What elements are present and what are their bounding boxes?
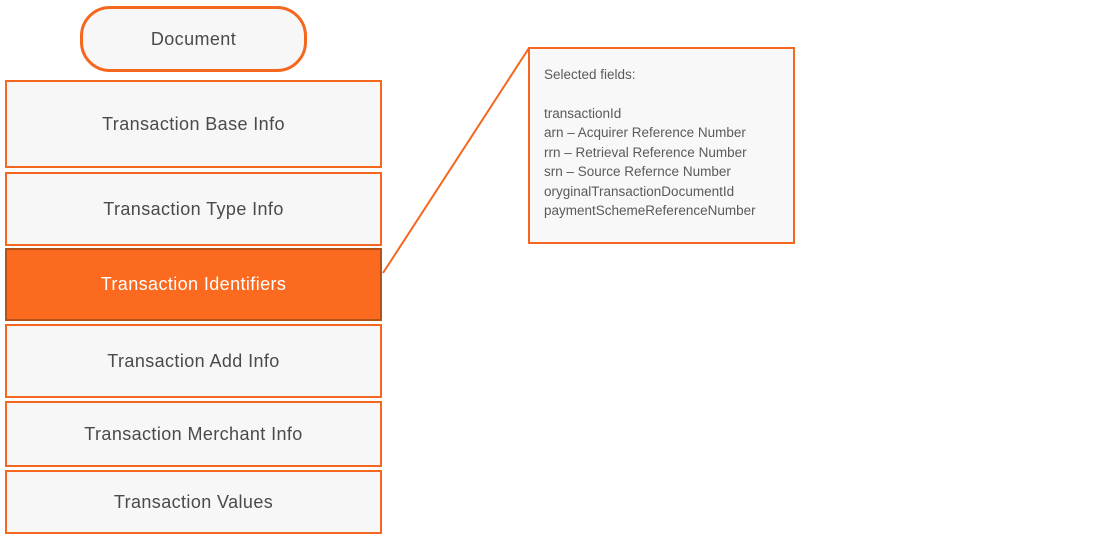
node-transaction-add-info: Transaction Add Info — [5, 324, 382, 398]
callout-field-rrn: rrn – Retrieval Reference Number — [544, 144, 747, 160]
callout-field-transactionid: transactionId — [544, 105, 622, 121]
callout-title: Selected fields: — [544, 67, 636, 82]
node-label: Transaction Identifiers — [100, 274, 287, 294]
node-transaction-identifiers: Transaction Identifiers — [5, 248, 382, 321]
node-label: Transaction Merchant Info — [84, 423, 303, 444]
node-label: Transaction Values — [113, 491, 274, 512]
document-node-label: Document — [150, 28, 237, 49]
callout-field-srn: srn – Source Refernce Number — [544, 164, 731, 179]
node-transaction-values: Transaction Values — [5, 470, 382, 534]
callout-field-list: transactionId arn – Acquirer Reference N… — [544, 104, 783, 221]
callout-field-oryginal-transaction-document-id: oryginalTransactionDocumentId — [544, 183, 735, 199]
callout-field-arn: arn – Acquirer Reference Number — [544, 125, 746, 140]
document-node: Document — [80, 6, 307, 72]
node-label: Transaction Add Info — [107, 350, 280, 371]
node-label: Transaction Base Info — [102, 113, 285, 134]
node-transaction-merchant-info: Transaction Merchant Info — [5, 401, 382, 467]
node-transaction-type-info: Transaction Type Info — [5, 172, 382, 246]
node-label: Transaction Type Info — [103, 198, 284, 219]
node-transaction-base-info: Transaction Base Info — [5, 80, 382, 168]
callout-selected-fields: Selected fields: transactionId arn – Acq… — [528, 47, 795, 244]
callout-field-payment-scheme-reference-number: paymentSchemeReferenceNumber — [544, 203, 756, 218]
